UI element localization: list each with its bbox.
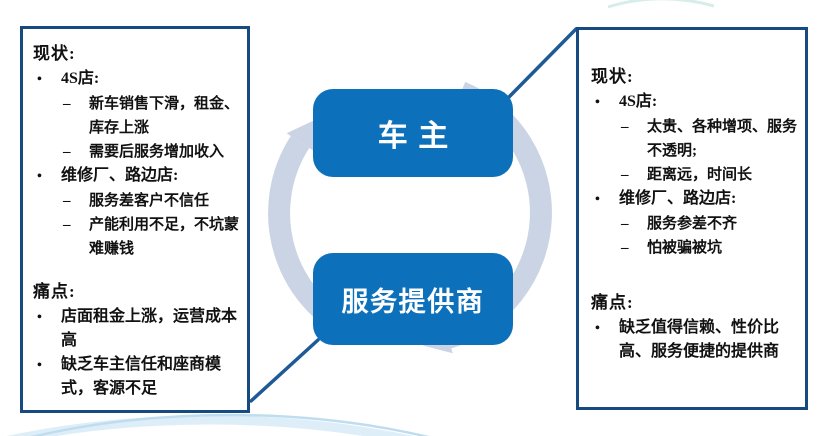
sub-bullet-item: – 太贵、各种增项、服务不透明;: [591, 115, 797, 163]
sub-bullet-item: – 产能利用不足，不坑蒙难赚钱: [33, 213, 239, 261]
sub-bullet-item: – 距离远，时间长: [591, 163, 797, 187]
right-panel-content: 现状: • 4S店: – 太贵、各种增项、服务不透明; – 距离远，时间长 • 维修厂、路边店:…: [591, 64, 797, 364]
bullet-text: 缺乏值得信赖、性价比高、服务便捷的提供商: [619, 319, 780, 360]
car-owner-box[interactable]: 车主: [313, 89, 513, 177]
dash-marker: –: [621, 216, 629, 232]
bullet-marker: •: [37, 358, 42, 373]
left-panel-content: 现状: • 4S店: – 新车销售下滑，租金、库存上涨 – 需要后服务增加收入 • 维修厂、路边…: [33, 41, 239, 401]
bullet-item: • 4S店:: [33, 67, 239, 92]
bullet-item: • 店面租金上涨，运营成本高: [33, 305, 239, 353]
bullet-text: 距离远，时间长: [647, 167, 753, 183]
service-provider-box[interactable]: 服务提供商: [313, 253, 513, 345]
bullet-text: 服务差客户不信任: [89, 193, 210, 209]
bullet-marker: •: [37, 310, 42, 325]
bullet-marker: •: [37, 72, 42, 87]
sub-bullet-item: – 需要后服务增加收入: [33, 140, 239, 164]
bullet-item: • 维修厂、路边店:: [33, 164, 239, 189]
sub-bullet-item: – 服务参差不齐: [591, 212, 797, 236]
bullet-text: 4S店:: [61, 70, 100, 87]
watermark-top-wisp: [607, 0, 715, 9]
section-heading: 现状:: [591, 67, 634, 86]
connector-line-bottom-left: [249, 338, 320, 403]
bullet-text: 服务参差不齐: [647, 216, 738, 232]
bullet-marker: •: [595, 95, 600, 110]
watermark-band-arc: [6, 415, 414, 436]
bullet-item: • 缺乏值得信赖、性价比高、服务便捷的提供商: [591, 316, 797, 364]
bullet-item: • 维修厂、路边店:: [591, 187, 797, 212]
dash-marker: –: [63, 96, 71, 112]
section-heading: 痛点:: [33, 282, 76, 301]
left-panel: 现状: • 4S店: – 新车销售下滑，租金、库存上涨 – 需要后服务增加收入 • 维修厂、路边…: [20, 26, 250, 413]
bullet-marker: •: [595, 192, 600, 207]
bullet-text: 产能利用不足，不坑蒙难赚钱: [89, 217, 240, 257]
dash-marker: –: [63, 217, 71, 233]
dash-marker: –: [63, 144, 71, 160]
dash-marker: –: [63, 193, 71, 209]
dash-marker: –: [621, 167, 629, 183]
dash-marker: –: [621, 119, 629, 135]
bullet-text: 太贵、各种增项、服务不透明;: [647, 119, 798, 159]
dash-marker: –: [621, 240, 629, 256]
bullet-text: 店面租金上涨，运营成本高: [61, 308, 238, 349]
section-heading: 现状:: [33, 44, 76, 63]
bullet-marker: •: [37, 169, 42, 184]
bullet-text: 4S店:: [619, 93, 658, 110]
bullet-text: 缺乏车主信任和座商模式，客源不足: [61, 356, 222, 397]
bullet-text: 怕被骗被坑: [647, 240, 723, 256]
bullet-text: 需要后服务增加收入: [89, 144, 225, 160]
sub-bullet-item: – 新车销售下滑，租金、库存上涨: [33, 92, 239, 140]
right-panel: 现状: • 4S店: – 太贵、各种增项、服务不透明; – 距离远，时间长 • 维修厂、路边店:…: [576, 27, 808, 410]
bullet-item: • 4S店:: [591, 90, 797, 115]
bullet-item: • 缺乏车主信任和座商模式，客源不足: [33, 353, 239, 401]
watermark-line-arc: [30, 413, 430, 436]
service-provider-label: 服务提供商: [341, 286, 485, 317]
cycle-arrow-left-arrowhead: [286, 120, 315, 151]
bullet-text: 维修厂、路边店:: [61, 167, 179, 184]
bullet-marker: •: [595, 321, 600, 336]
section-heading: 痛点:: [591, 293, 634, 312]
bullet-text: 维修厂、路边店:: [619, 190, 737, 207]
sub-bullet-item: – 怕被骗被坑: [591, 236, 797, 260]
bullet-text: 新车销售下滑，租金、库存上涨: [89, 96, 240, 136]
connector-line-top-right: [507, 27, 578, 99]
car-owner-label: 车主: [377, 120, 459, 153]
sub-bullet-item: – 服务差客户不信任: [33, 189, 239, 213]
